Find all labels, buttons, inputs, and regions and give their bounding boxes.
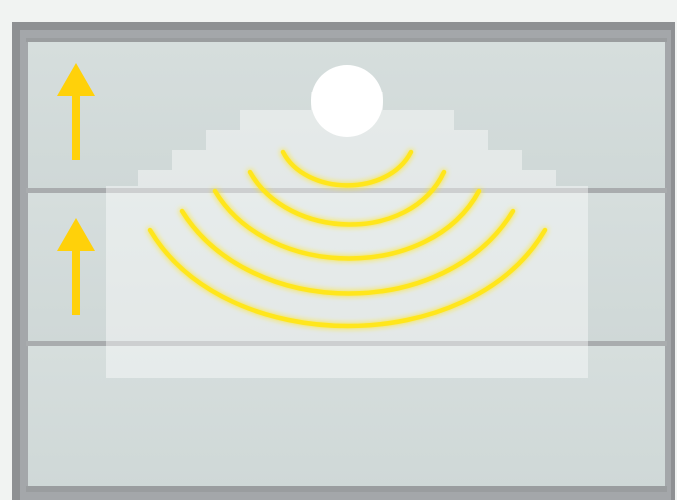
motion-sensor-icon — [311, 65, 383, 137]
rail-top — [26, 38, 667, 42]
rail-bottom — [26, 486, 667, 492]
